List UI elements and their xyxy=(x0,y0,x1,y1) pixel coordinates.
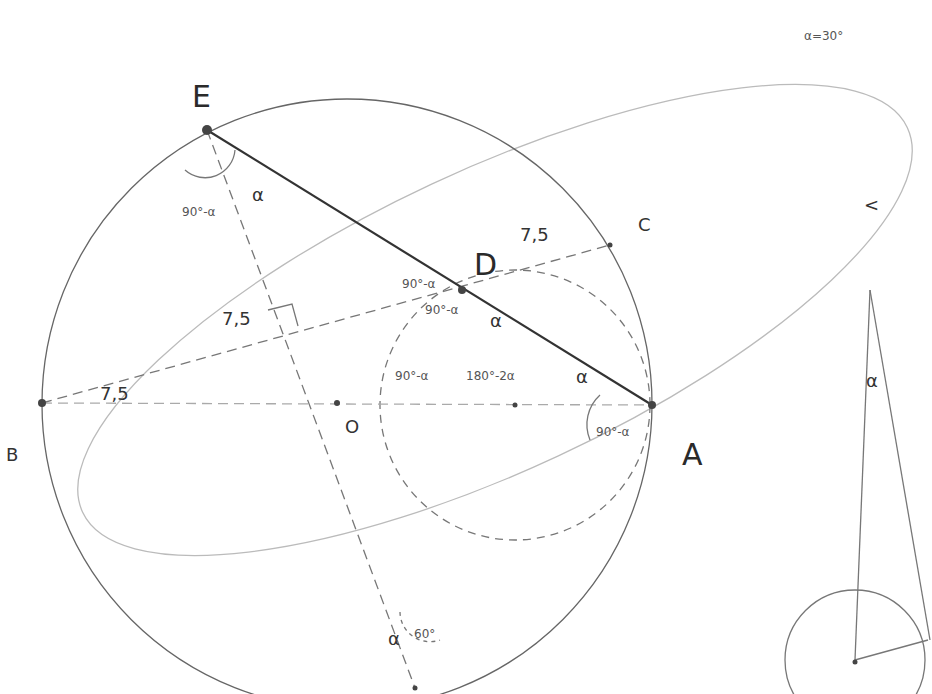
angle-label: α xyxy=(866,372,878,390)
point xyxy=(38,399,46,407)
side-figure-line xyxy=(870,290,930,640)
tilted-ellipse xyxy=(19,0,932,648)
point xyxy=(608,243,613,248)
length-label: 7,5 xyxy=(222,310,251,328)
angle-label: α xyxy=(388,630,400,648)
chord-bc xyxy=(42,245,610,403)
side-circle xyxy=(785,590,925,694)
angle-note: α=30° xyxy=(804,30,843,42)
angle-label: 180°-2α xyxy=(466,370,515,382)
point xyxy=(413,686,418,691)
point xyxy=(513,403,518,408)
length-label: 7,5 xyxy=(100,385,129,403)
point-label: A xyxy=(682,440,703,470)
point xyxy=(334,400,340,406)
angle-label: 90°-α xyxy=(182,206,216,218)
angle-arc xyxy=(185,150,235,178)
angle-label: 60° xyxy=(414,628,435,640)
chord-ea xyxy=(207,130,652,405)
chord-e-bottom xyxy=(207,130,415,688)
side-radius xyxy=(855,640,928,660)
point xyxy=(648,401,656,409)
angle-arc xyxy=(400,612,440,642)
diameter xyxy=(42,403,652,405)
point-label: E xyxy=(192,82,211,112)
angle-label: α xyxy=(252,186,264,204)
angle-label: 90°-α xyxy=(395,370,429,382)
angle-label: α xyxy=(490,312,502,330)
point-label: O xyxy=(345,418,359,436)
angle-label: α xyxy=(576,368,588,386)
angle-label: 90°-α xyxy=(402,278,436,290)
angle-label: 90°-α xyxy=(425,304,459,316)
point xyxy=(853,660,858,665)
side-figure-line xyxy=(855,290,870,660)
point xyxy=(458,286,466,294)
main-circle xyxy=(42,99,652,694)
right-angle-mark xyxy=(268,304,298,326)
point-label: D xyxy=(474,250,497,280)
angle-label: 90°-α xyxy=(596,426,630,438)
point-label: C xyxy=(638,216,651,234)
symbol: < xyxy=(864,196,879,214)
point xyxy=(202,125,212,135)
point-label: B xyxy=(6,446,18,464)
length-label: 7,5 xyxy=(520,226,549,244)
